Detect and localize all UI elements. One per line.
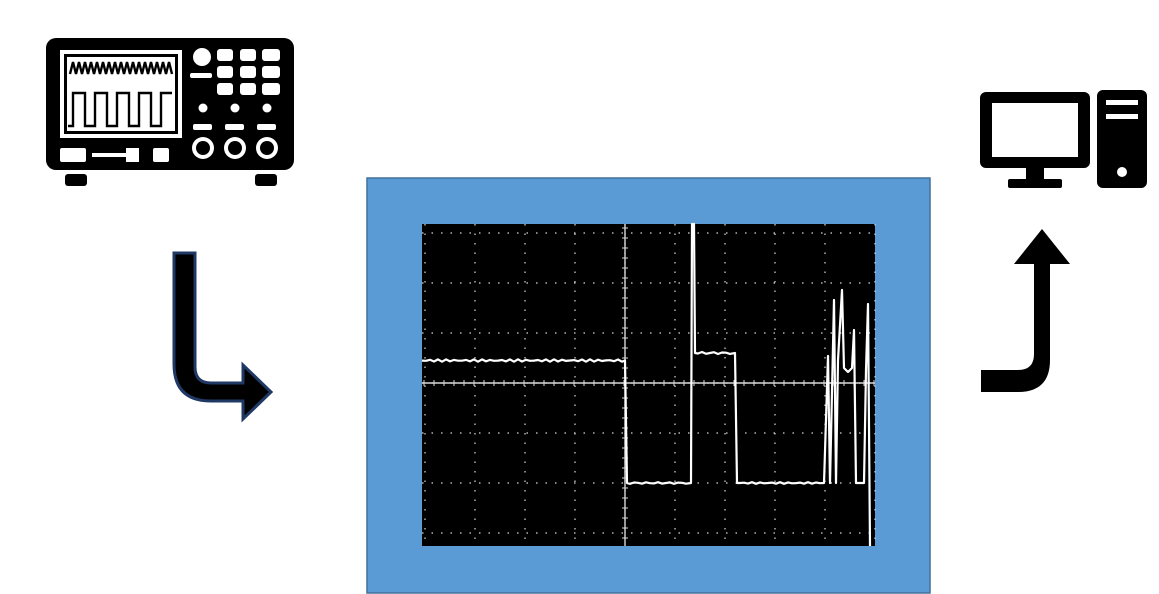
waveform-trace-line [421, 222, 872, 547]
oscilloscope-icon [46, 38, 294, 186]
bent-arrow-up-icon [981, 229, 1070, 392]
waveform-trace [421, 222, 872, 547]
waveform-screenshot [421, 222, 876, 547]
bent-arrow-down-right-icon [172, 251, 274, 423]
desktop-computer-icon [980, 90, 1147, 188]
